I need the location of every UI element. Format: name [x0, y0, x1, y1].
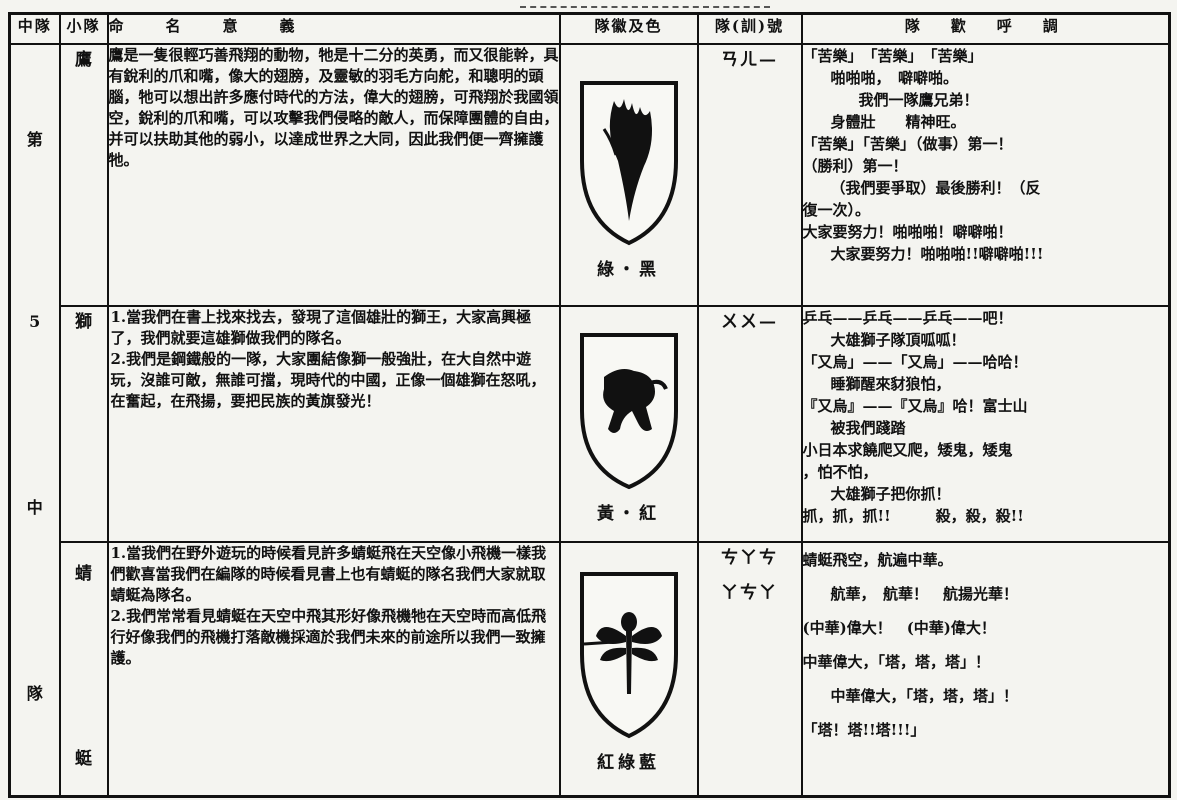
cheer-line: 啪啪啪， 噼噼啪。	[830, 69, 959, 87]
crest-cell: 綠・黑	[558, 43, 699, 307]
crest-colors: 紅綠藍	[597, 753, 660, 774]
cheer-line: 「又烏」——「又烏」——哈哈！	[802, 353, 1028, 371]
cheer-line: 「塔！塔!!塔!!!」	[802, 721, 926, 739]
cheer-line: ，怕不怕，	[802, 463, 878, 481]
zhongdui-char: 5	[29, 312, 41, 332]
call-sign: ㄨㄨ—	[721, 312, 778, 332]
header-call: 隊(訓)號	[696, 12, 803, 45]
top-edge-mark	[520, 0, 770, 8]
header-zhongdui: 中隊	[8, 12, 61, 45]
cheer-line: （我們要爭取）最後勝利！（反	[830, 179, 1041, 197]
cheer-line: 乒乓——乒乓——乒乓——吧！	[802, 309, 1013, 327]
header-row: 中隊 小隊 命 名 意 義 隊徽及色 隊(訓)號 隊 歡 呼 調	[8, 12, 1171, 45]
cheer-line: 大雄獅子隊頂呱呱！	[830, 331, 966, 349]
header-naming: 命 名 意 義	[106, 12, 561, 45]
dragonfly-crest-icon	[579, 572, 678, 739]
call-sign-line: ㄚㄘㄚ	[721, 583, 778, 603]
lion-crest-icon	[579, 332, 678, 489]
cheer-line: 大雄獅子把你抓！	[830, 485, 951, 503]
cheer-line: 睡獅醒來豺狼怕，	[830, 375, 951, 393]
header-cheer: 隊 歡 呼 調	[800, 12, 1171, 45]
squad-row-lion: 獅 1.當我們在書上找來找去，發現了這個雄壯的獅王，大家高興極了，我們就要這雄獅…	[10, 305, 1171, 543]
naming-item: 2.我們常常看見蜻蜓在天空中飛其形好像飛機牠在天空時而高低飛行好像我們的飛機打落…	[110, 607, 547, 667]
cheer-line: 被我們踐踏	[830, 419, 906, 437]
zhongdui-char: 隊	[26, 683, 43, 703]
squad-name: 獅	[75, 312, 92, 332]
naming-item: 1.當我們在書上找來找去，發現了這個雄壯的獅王，大家高興極了，我們就要這雄獅做我…	[110, 308, 532, 347]
header-xiaodui: 小隊	[58, 12, 109, 45]
call-sign-line: ㄘㄚㄘ	[721, 548, 778, 568]
cheer-line: 「苦樂」「苦樂」（做事）第一！	[802, 135, 1013, 153]
naming-item: 2.我們是鋼鐵般的一隊，大家團結像獅一般強壯，在大自然中遊玩，沒誰可敵，無誰可擋…	[110, 350, 546, 410]
squad-name-bottom: 蜓	[75, 749, 92, 769]
call-sign: ㄢㄦ—	[721, 50, 778, 70]
crest-cell: 黃・紅	[558, 305, 699, 543]
cheer-line: 「苦樂」 「苦樂」 「苦樂」	[802, 47, 983, 65]
squad-table: 中隊 小隊 命 名 意 義 隊徽及色 隊(訓)號 隊 歡 呼 調 第 5 中 隊	[8, 12, 1171, 798]
squad-name-top: 蜻	[75, 564, 92, 584]
cheer-line: 小日本求饒爬又爬，矮鬼，矮鬼	[802, 441, 1013, 459]
squad-name-cell: 蜻 蜓	[58, 541, 109, 797]
crest-colors: 黃・紅	[597, 503, 660, 524]
cheer-line: 中華偉大，「塔，塔，塔」！	[802, 653, 991, 671]
naming-item: 1.當我們在野外遊玩的時候看見許多蜻蜓飛在天空像小飛機一樣我們歡喜當我們在編隊的…	[110, 544, 547, 604]
cheer-cell: 蜻蜓飛空，航遍中華。 航華， 航華！ 航揚光華！ (中華)偉大！ (中華)偉大！…	[800, 541, 1171, 797]
naming-meaning-cell: 1.當我們在書上找來找去，發現了這個雄壯的獅王，大家高興極了，我們就要這雄獅做我…	[106, 305, 561, 543]
crest-colors: 綠・黑	[597, 259, 660, 280]
cheer-line: 大家要努力！啪啪啪！噼噼啪！	[802, 223, 1013, 241]
naming-meaning-cell: 1.當我們在野外遊玩的時候看見許多蜻蜓飛在天空像小飛機一樣我們歡喜當我們在編隊的…	[106, 541, 561, 797]
cheer-cell: 乒乓——乒乓——乒乓——吧！ 大雄獅子隊頂呱呱！ 「又烏」——「又烏」——哈哈！…	[800, 305, 1171, 543]
squad-row-dragonfly: 蜻 蜓 1.當我們在野外遊玩的時候看見許多蜻蜓飛在天空像小飛機一樣我們歡喜當我們…	[10, 541, 1171, 797]
cheer-line: 航華， 航華！ 航揚光華！	[830, 585, 1019, 603]
zhongdui-cell: 第 5 中 隊	[8, 43, 61, 797]
naming-paragraph: 鷹是一隻很輕巧善飛翔的動物，牠是十二分的英勇，而又很能幹，具有銳利的爪和嘴，像大…	[108, 46, 559, 169]
call-sign-cell: ㄨㄨ—	[696, 305, 803, 543]
squad-name: 鷹	[75, 50, 92, 70]
cheer-line: （勝利）第一！	[802, 157, 908, 175]
crest-cell: 紅綠藍	[558, 541, 699, 797]
header-crest: 隊徽及色	[558, 12, 699, 45]
cheer-line: 我們一隊鷹兄弟！	[858, 91, 979, 109]
squad-name-cell: 鷹	[58, 43, 109, 307]
cheer-line: 大家要努力！啪啪啪!!噼噼啪!!!	[830, 245, 1044, 263]
cheer-line: 中華偉大，「塔，塔，塔」！	[830, 687, 1019, 705]
cheer-line: 復一次）。	[802, 201, 871, 219]
cheer-line: 蜻蜓飛空，航遍中華。	[802, 551, 953, 569]
squad-row-eagle: 第 5 中 隊 鷹 鷹是一隻很輕巧善飛翔的動物，牠是十二分的英勇，而又很能幹，具…	[8, 43, 1171, 797]
zhongdui-char: 中	[26, 497, 43, 517]
cheer-line: 『又烏』——『又烏』哈！富士山	[802, 397, 1028, 415]
squad-name-cell: 獅	[58, 305, 109, 543]
eagle-crest-icon	[579, 80, 678, 245]
call-sign-cell: ㄢㄦ—	[696, 43, 803, 307]
cheer-line: (中華)偉大！ (中華)偉大！	[802, 619, 996, 637]
cheer-cell: 「苦樂」 「苦樂」 「苦樂」 啪啪啪， 噼噼啪。 我們一隊鷹兄弟！ 身體壯 精神…	[800, 43, 1171, 307]
call-sign-cell: ㄘㄚㄘ ㄚㄘㄚ	[696, 541, 803, 797]
zhongdui-char: 第	[26, 130, 43, 150]
naming-meaning-cell: 鷹是一隻很輕巧善飛翔的動物，牠是十二分的英勇，而又很能幹，具有銳利的爪和嘴，像大…	[106, 43, 561, 307]
cheer-line: 身體壯 精神旺。	[830, 113, 966, 131]
cheer-line: 抓，抓，抓!! 殺，殺，殺!!	[802, 507, 1024, 525]
